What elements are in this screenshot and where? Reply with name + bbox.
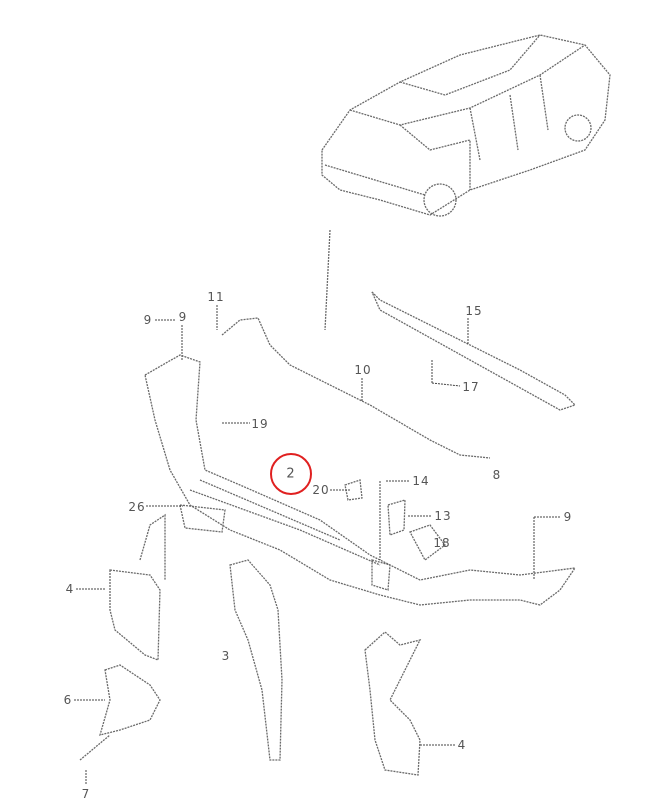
- callout-20[interactable]: 20: [312, 483, 330, 497]
- callout-4[interactable]: 4: [65, 582, 75, 596]
- callout-7[interactable]: 7: [81, 787, 91, 801]
- callout-19[interactable]: 19: [251, 417, 269, 431]
- callout-11[interactable]: 11: [207, 290, 225, 304]
- hood-release-cable: [221, 317, 491, 459]
- callout-3[interactable]: 3: [221, 649, 231, 663]
- hood-latch: [79, 664, 161, 761]
- callout-14[interactable]: 14: [412, 474, 430, 488]
- hood-support-rod: [371, 291, 577, 411]
- callout-9[interactable]: 9: [563, 510, 573, 524]
- callout-26[interactable]: 26: [128, 500, 146, 514]
- leader-lines: [74, 305, 560, 785]
- callout-10[interactable]: 10: [354, 363, 372, 377]
- radiator-support: [144, 354, 577, 606]
- car-illustration: [321, 34, 611, 331]
- callout-8[interactable]: 8: [492, 468, 502, 482]
- callout-13[interactable]: 13: [434, 509, 452, 523]
- bracket-right: [364, 631, 422, 776]
- callout-4[interactable]: 4: [457, 738, 467, 752]
- part-3-member: [229, 559, 283, 761]
- bracket-left: [109, 513, 166, 661]
- callout-17[interactable]: 17: [462, 380, 480, 394]
- callout-6[interactable]: 6: [63, 693, 73, 707]
- callout-18[interactable]: 18: [433, 536, 451, 550]
- highlight-circle: [270, 453, 312, 495]
- callout-9[interactable]: 9: [143, 313, 153, 327]
- callout-2-highlighted[interactable]: 2: [286, 466, 296, 482]
- callout-15[interactable]: 15: [465, 304, 483, 318]
- callout-9[interactable]: 9: [178, 310, 188, 324]
